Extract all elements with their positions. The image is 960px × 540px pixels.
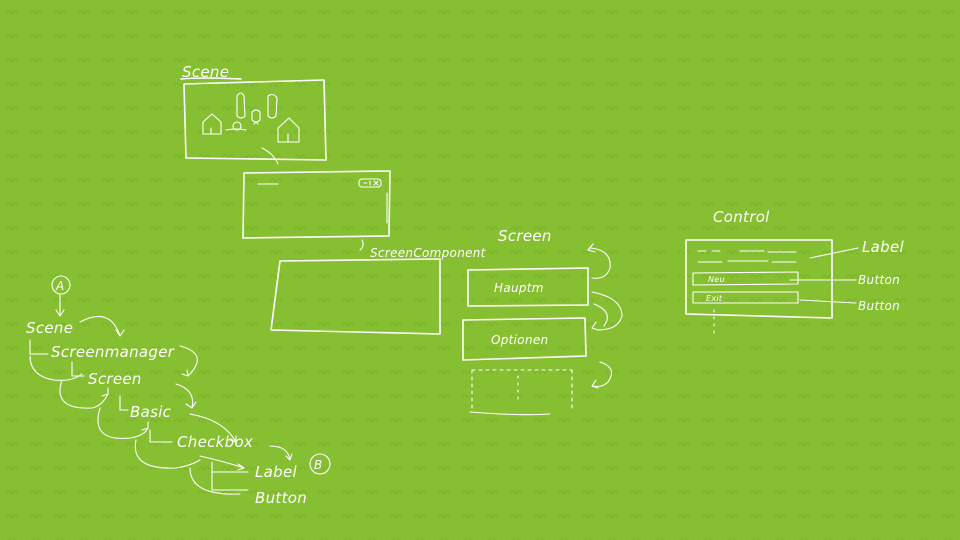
screen-transition-arrows: [587, 243, 623, 389]
control-button-neu: [692, 271, 799, 286]
callout-button-1: Button: [858, 273, 900, 287]
control-title: Control: [713, 208, 770, 226]
scene-title-underline: [180, 77, 242, 80]
screen-item-label-2: Optionen: [491, 333, 548, 347]
screen-item-box-1: [467, 267, 589, 307]
tree-node-label: Label: [255, 463, 297, 481]
tree-traversal-arrows: [29, 315, 293, 495]
screencomponent-label: ScreenComponent: [370, 246, 487, 260]
hierarchy-tree: A Scene Screenmanager Screen Basic Check…: [26, 275, 331, 507]
control-label-line-1: [697, 250, 797, 253]
screencomponent-bracket: [359, 239, 364, 251]
control-button-exit: [692, 291, 799, 304]
control-label-line-2: [697, 260, 797, 263]
screen-item-label-1: Hauptm: [494, 281, 544, 295]
scene-title: Scene: [182, 63, 229, 81]
tree-node-button: Button: [255, 489, 307, 507]
marker-b: [309, 453, 331, 475]
scene-arrow: [261, 147, 279, 165]
scene-doodle: [202, 92, 300, 143]
marker-a-label: A: [55, 279, 65, 293]
scene-panel: Scene: [180, 63, 327, 165]
tree-node-checkbox: Checkbox: [177, 433, 253, 451]
screen-panel: Screen Hauptm Optionen: [462, 227, 623, 416]
marker-a-arrow: [55, 294, 65, 317]
marker-b-label: B: [314, 458, 323, 472]
screen-item-box-2: [462, 317, 587, 361]
control-panel: Control Neu Exit Label Button Button: [685, 208, 904, 337]
callout-label: Label: [862, 238, 904, 256]
callout-line-label: [809, 247, 859, 259]
control-button-label-exit: Exit: [706, 294, 723, 303]
tree-connectors: [29, 339, 249, 491]
tree-node-basic: Basic: [130, 403, 172, 421]
window-panel: [242, 170, 391, 239]
tree-node-scene: Scene: [26, 319, 73, 337]
control-box: [685, 239, 833, 319]
tree-node-screenmanager: Screenmanager: [51, 343, 175, 361]
control-button-label-neu: Neu: [708, 275, 725, 284]
callout-line-button-2: [799, 299, 857, 304]
window-controls-icon: [358, 178, 382, 188]
marker-a: [51, 275, 71, 295]
screencomponent-box: [270, 258, 441, 335]
tree-node-screen: Screen: [88, 370, 142, 388]
screen-title: Screen: [498, 227, 552, 245]
screen-item-box-3: [469, 369, 573, 416]
callout-button-2: Button: [858, 299, 900, 313]
window-box: [242, 170, 391, 239]
scene-box: [183, 79, 327, 161]
screencomponent-panel: ScreenComponent: [270, 239, 487, 335]
